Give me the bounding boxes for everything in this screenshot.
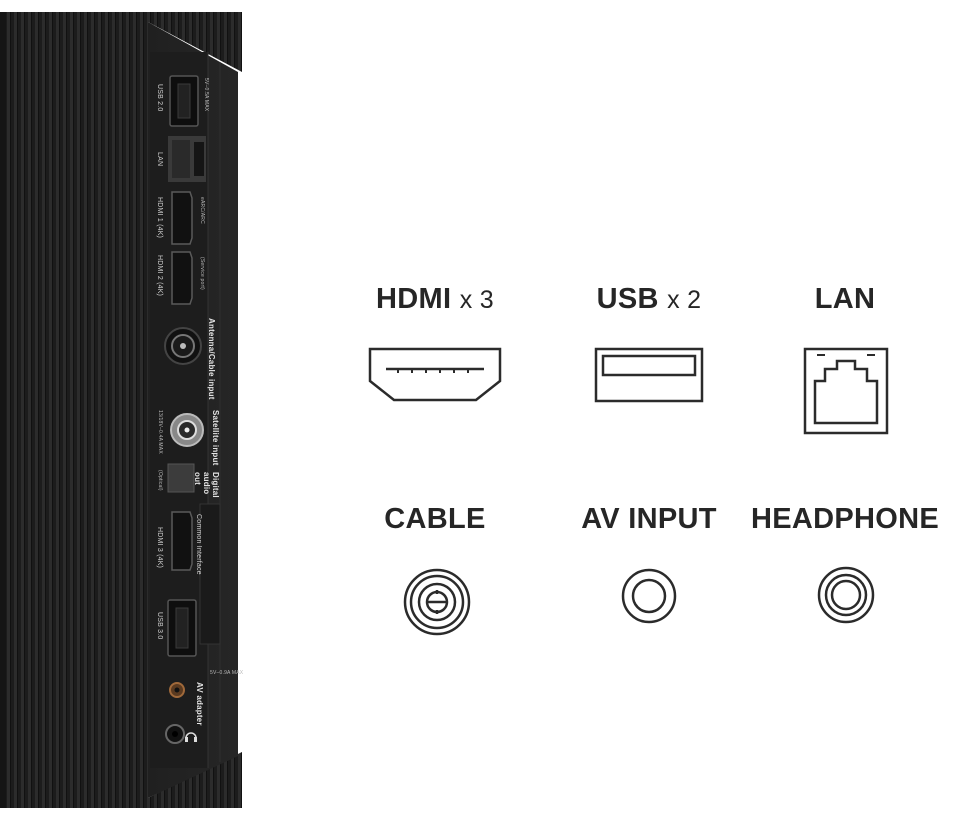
legend-lan: LAN — [735, 282, 955, 316]
headphone-port-graphic — [165, 724, 197, 744]
legend-usb-name: USB — [596, 283, 659, 315]
lan-label: LAN — [156, 152, 163, 167]
lan-port-graphic — [168, 136, 206, 182]
usb3-port-graphic — [167, 599, 197, 657]
legend-cable-title: CABLE — [384, 503, 486, 535]
usb2-rating-label: 5V–0.5A MAX — [203, 78, 209, 112]
coax-port-icon — [403, 568, 471, 636]
av-adapter-label: AV adapter — [195, 682, 204, 726]
legend-usb-title: USB x 2 — [539, 282, 759, 317]
antenna-label: Antenna/Cable input — [207, 318, 216, 400]
legend-av-input-title: AV INPUT — [581, 503, 717, 535]
hdmi3-port-graphic — [171, 503, 221, 645]
hdmi1-label: HDMI 1 (4K) — [156, 197, 163, 239]
legend-cable: CABLE — [325, 502, 545, 536]
hdmi1-port-graphic — [171, 191, 193, 245]
hdmi2-port-graphic — [171, 251, 193, 305]
hdmi1-note-label: eARC/ARC — [199, 197, 205, 224]
legend-usb-count: x 2 — [667, 286, 702, 314]
tv-side-panel-photo: USB 2.0 5V–0.5A MAX LAN HDMI 1 (4K) eARC… — [0, 12, 244, 808]
legend-usb: USB x 2 — [539, 282, 759, 317]
legend-av-input: AV INPUT — [539, 502, 759, 536]
av-adapter-port-graphic — [169, 682, 185, 698]
legend-hdmi-count: x 3 — [459, 286, 494, 314]
lan-port-icon — [803, 347, 889, 435]
usb-port-icon — [594, 347, 704, 403]
hdmi2-note-label: (Service port) — [199, 257, 205, 290]
usb2-label: USB 2.0 — [156, 84, 163, 112]
satellite-label: Satellite input — [211, 410, 220, 466]
hdmi3-label: HDMI 3 (4K) — [156, 527, 163, 569]
av-jack-icon — [621, 568, 677, 624]
legend-headphone: HEADPHONE — [735, 502, 955, 536]
digital-audio-label: Digital audio out — [193, 472, 220, 498]
headphone-jack-icon — [817, 566, 875, 624]
usb3-rating-label: 5V–0.9A MAX — [210, 670, 244, 676]
tv-rear-panel-illustration — [0, 12, 242, 808]
hdmi-port-icon — [368, 347, 502, 402]
satellite-port-graphic — [170, 413, 204, 447]
optical-label: (Optical) — [157, 470, 163, 491]
usb2-port-graphic — [169, 75, 199, 127]
optical-port-graphic — [167, 463, 195, 493]
legend-hdmi-title: HDMI x 3 — [325, 282, 545, 317]
satellite-rating-label: 13/18V–0.4A MAX — [157, 410, 163, 454]
legend-headphone-title: HEADPHONE — [751, 503, 939, 535]
legend-lan-title: LAN — [814, 283, 876, 315]
hdmi2-label: HDMI 2 (4K) — [156, 255, 163, 297]
common-interface-label: Common Interface — [195, 514, 202, 575]
antenna-port-graphic — [164, 327, 202, 365]
usb3-label: USB 3.0 — [156, 612, 163, 640]
legend-hdmi-name: HDMI — [376, 283, 452, 315]
legend-hdmi: HDMI x 3 — [325, 282, 545, 317]
